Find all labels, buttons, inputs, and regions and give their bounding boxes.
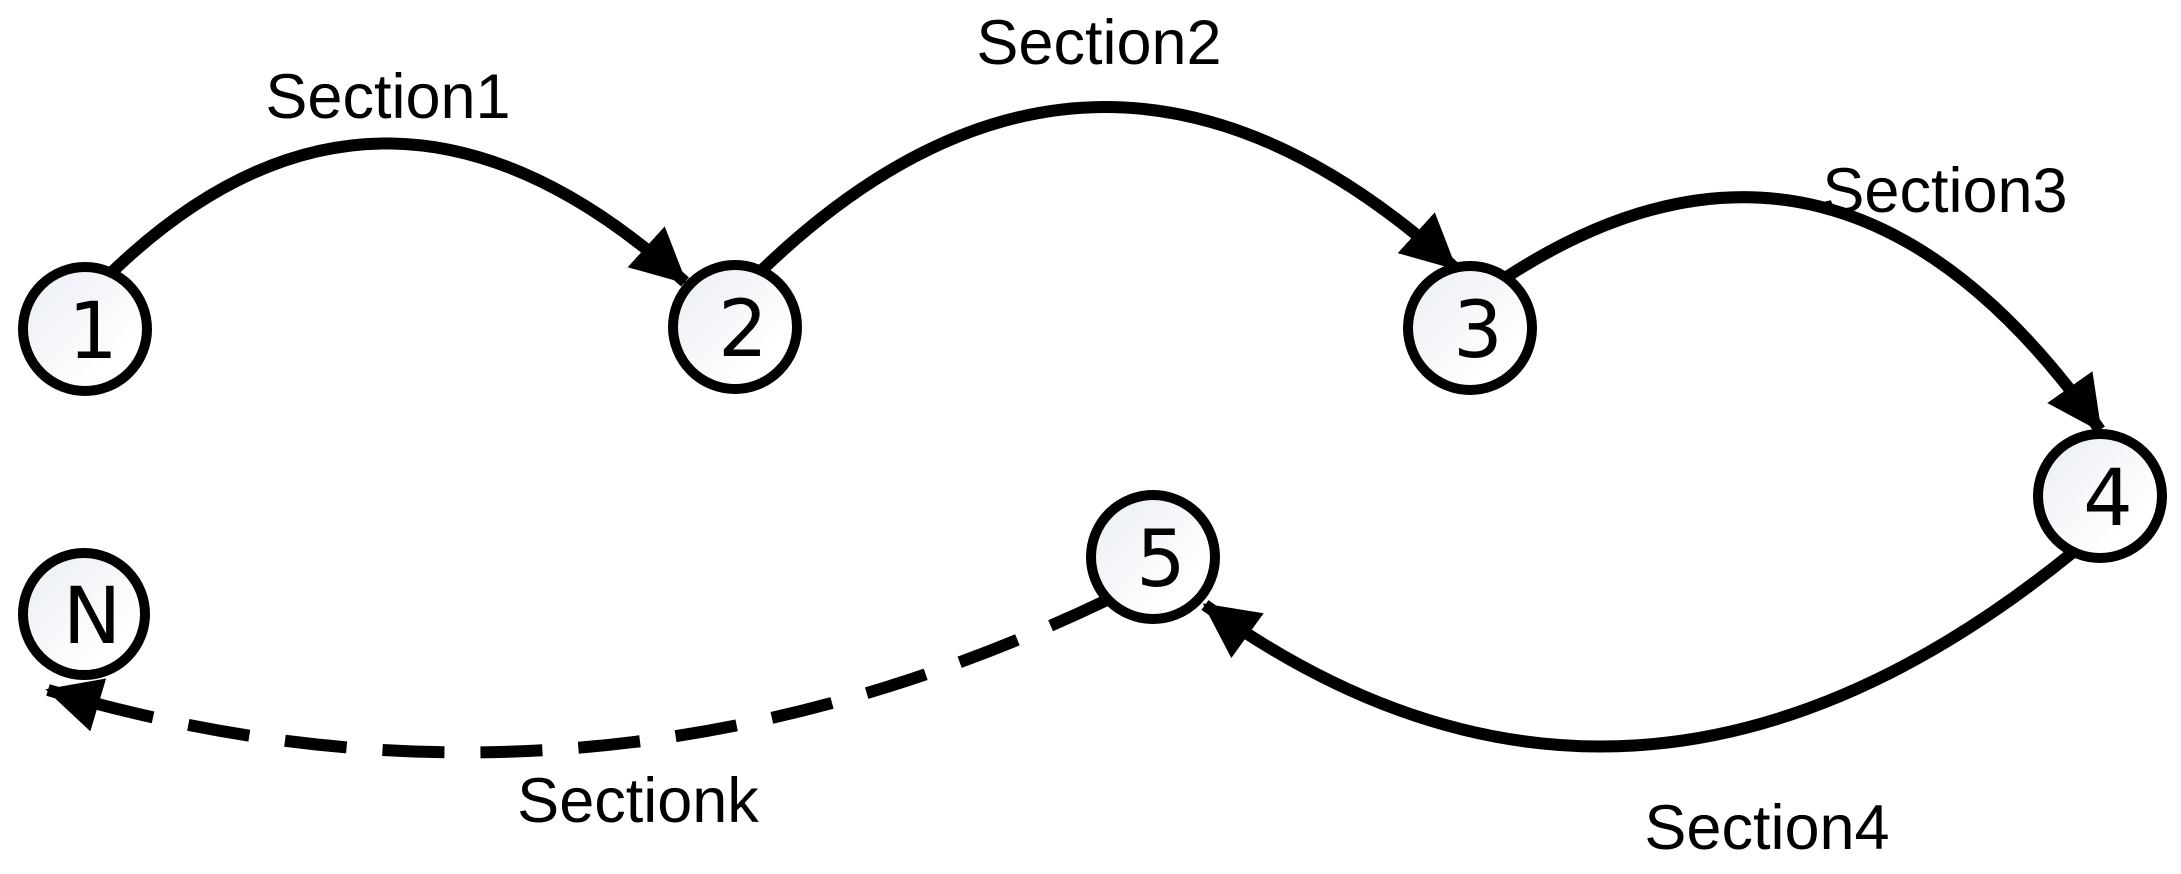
edge-label-section4: Section4 (1644, 793, 1889, 863)
node-label-N: N (63, 572, 121, 662)
edge-arrow-section4 (1201, 548, 2076, 753)
node-label-3: 3 (1453, 286, 1503, 376)
edge-arrow-sectionk (45, 594, 1110, 759)
edge-label-section2: Section2 (976, 8, 1221, 78)
edge-label-section1: Section1 (265, 62, 510, 132)
edge-arrow-section2 (757, 101, 1460, 275)
node-1 (18, 262, 152, 396)
edge-arrow-section3 (1501, 191, 2105, 434)
node-5 (1086, 490, 1220, 624)
node-label-2: 2 (718, 285, 768, 375)
edge-arrow-section1 (107, 137, 690, 287)
node-3 (1403, 261, 1537, 395)
edge-label-section3: Section3 (1822, 156, 2067, 226)
node-N (18, 548, 150, 680)
node-label-5: 5 (1136, 515, 1186, 605)
edge-label-sectionk: Sectionk (517, 766, 759, 836)
node-label-1: 1 (68, 287, 118, 377)
node-2 (668, 260, 802, 394)
node-4 (2033, 429, 2167, 563)
node-label-4: 4 (2083, 454, 2133, 544)
